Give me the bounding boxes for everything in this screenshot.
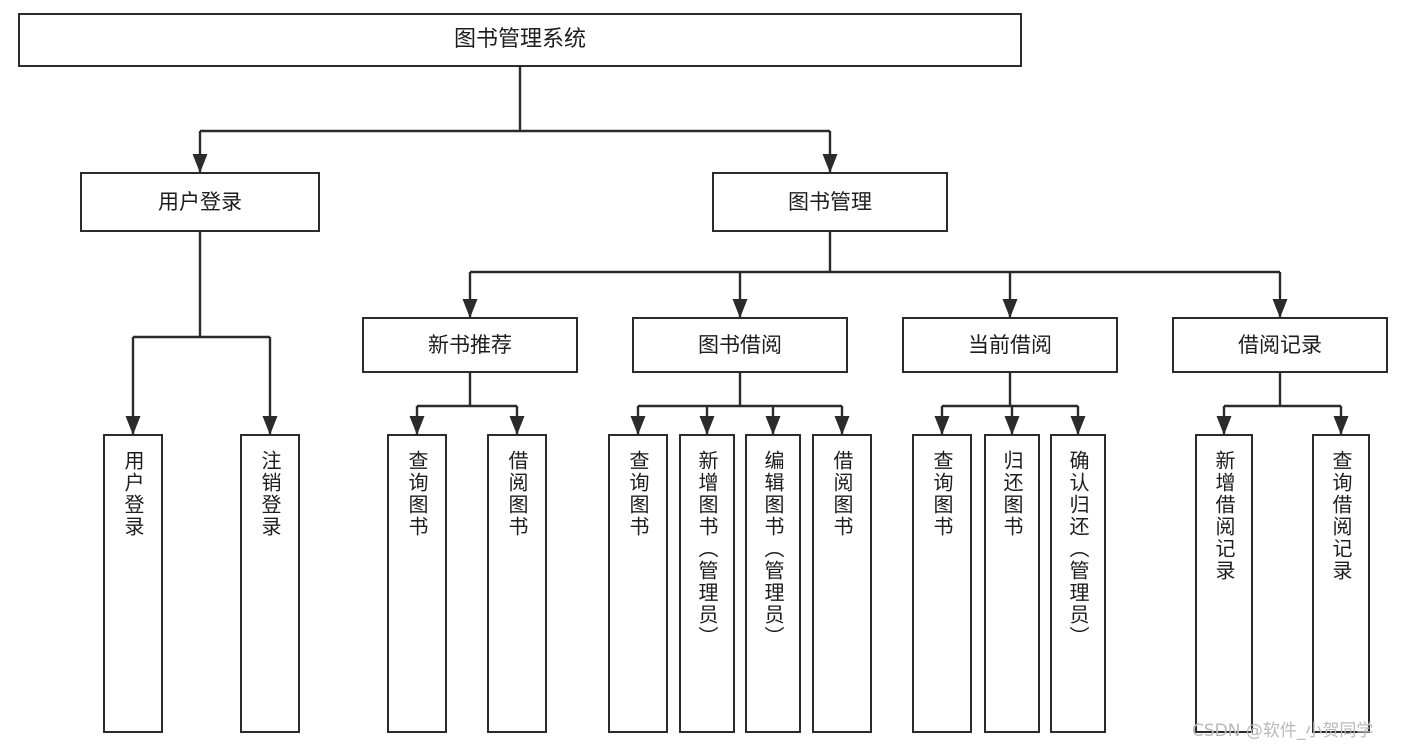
arrowhead-leaf-brw-edit xyxy=(765,416,781,435)
arrowhead-leaf-rcd-add xyxy=(1216,416,1232,435)
arrowhead-new-book-rec xyxy=(462,299,478,318)
node-current-borrow[interactable]: 当前借阅 xyxy=(902,317,1118,373)
node-label-root: 图书管理系统 xyxy=(453,27,586,53)
node-label-book-borrow: 图书借阅 xyxy=(698,332,782,357)
arrowhead-leaf-cur-confirm xyxy=(1070,416,1086,435)
arrowhead-leaf-rcd-query xyxy=(1333,416,1349,435)
node-leaf-brw-edit[interactable]: 编辑图书（管理员） xyxy=(745,434,801,733)
node-new-book-rec[interactable]: 新书推荐 xyxy=(362,317,578,373)
arrowhead-leaf-brw-add xyxy=(699,416,715,435)
node-label-leaf-cur-confirm: 确认归还（管理员） xyxy=(1066,450,1090,648)
node-label-leaf-brw-edit: 编辑图书（管理员） xyxy=(761,450,785,648)
arrowhead-borrow-record xyxy=(1272,299,1288,318)
node-leaf-rcd-add[interactable]: 新增借阅记录 xyxy=(1195,434,1253,733)
node-label-leaf-rcd-add: 新增借阅记录 xyxy=(1212,450,1236,582)
arrowhead-user-login xyxy=(192,154,208,173)
node-book-manage[interactable]: 图书管理 xyxy=(712,172,948,232)
node-user-login[interactable]: 用户登录 xyxy=(80,172,320,232)
arrowhead-leaf-rec-borrow xyxy=(509,416,525,435)
arrowhead-leaf-brw-borrow xyxy=(834,416,850,435)
node-leaf-user-logout[interactable]: 注销登录 xyxy=(240,434,300,733)
arrowhead-leaf-user-logout xyxy=(262,416,278,435)
arrowhead-leaf-cur-return xyxy=(1004,416,1020,435)
node-label-leaf-brw-borrow: 借阅图书 xyxy=(830,450,854,538)
node-label-leaf-brw-add: 新增图书（管理员） xyxy=(695,450,719,648)
node-label-new-book-rec: 新书推荐 xyxy=(428,332,512,357)
node-leaf-user-login[interactable]: 用户登录 xyxy=(103,434,163,733)
node-label-borrow-record: 借阅记录 xyxy=(1238,332,1322,357)
node-label-leaf-rec-borrow: 借阅图书 xyxy=(505,450,529,538)
node-borrow-record[interactable]: 借阅记录 xyxy=(1172,317,1388,373)
node-leaf-brw-borrow[interactable]: 借阅图书 xyxy=(812,434,872,733)
node-label-leaf-user-login: 用户登录 xyxy=(121,450,145,538)
arrowhead-current-borrow xyxy=(1002,299,1018,318)
arrowhead-book-manage xyxy=(822,154,838,173)
node-leaf-rec-query[interactable]: 查询图书 xyxy=(387,434,447,733)
node-book-borrow[interactable]: 图书借阅 xyxy=(632,317,848,373)
watermark-text: CSDN @软件_小贺同学 xyxy=(1192,721,1374,741)
node-leaf-cur-confirm[interactable]: 确认归还（管理员） xyxy=(1050,434,1106,733)
node-label-book-manage: 图书管理 xyxy=(788,189,872,214)
node-label-leaf-brw-query: 查询图书 xyxy=(626,450,650,538)
arrowhead-leaf-cur-query xyxy=(934,416,950,435)
node-label-leaf-rcd-query: 查询借阅记录 xyxy=(1329,450,1353,582)
node-leaf-cur-query[interactable]: 查询图书 xyxy=(912,434,972,733)
node-root[interactable]: 图书管理系统 xyxy=(18,13,1022,67)
node-label-leaf-rec-query: 查询图书 xyxy=(405,450,429,538)
node-label-leaf-cur-query: 查询图书 xyxy=(930,450,954,538)
node-label-leaf-cur-return: 归还图书 xyxy=(1000,450,1024,538)
arrowhead-book-borrow xyxy=(732,299,748,318)
arrowhead-leaf-user-login xyxy=(125,416,141,435)
node-leaf-cur-return[interactable]: 归还图书 xyxy=(984,434,1040,733)
node-label-leaf-user-logout: 注销登录 xyxy=(258,450,282,538)
node-leaf-rec-borrow[interactable]: 借阅图书 xyxy=(487,434,547,733)
node-label-current-borrow: 当前借阅 xyxy=(968,332,1052,357)
node-leaf-brw-query[interactable]: 查询图书 xyxy=(608,434,668,733)
node-leaf-rcd-query[interactable]: 查询借阅记录 xyxy=(1312,434,1370,733)
node-label-user-login: 用户登录 xyxy=(158,189,242,214)
arrowhead-leaf-brw-query xyxy=(630,416,646,435)
node-leaf-brw-add[interactable]: 新增图书（管理员） xyxy=(679,434,735,733)
arrowhead-leaf-rec-query xyxy=(409,416,425,435)
